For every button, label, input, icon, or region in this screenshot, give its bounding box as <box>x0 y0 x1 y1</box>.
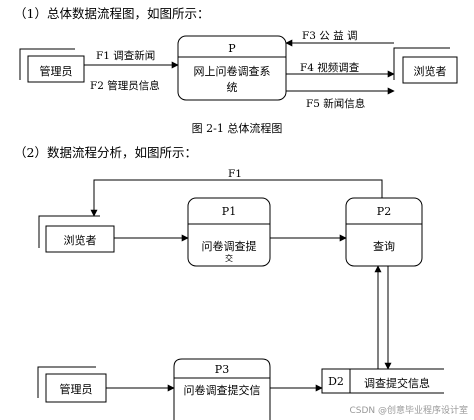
entity-admin-label-1: 管理员 <box>39 65 73 78</box>
entity-admin-shape-1 <box>19 48 85 83</box>
flow-f1-label: F1 调查新闻 <box>96 50 156 62</box>
process-p-line2: 统 <box>226 81 238 94</box>
entity-viewer-shape-1 <box>393 47 458 84</box>
process-p2-shape <box>345 197 423 267</box>
flow-f4-label: F4 视频调查 <box>300 62 360 74</box>
process-p3-id: P3 <box>214 363 230 376</box>
process-p2-id: P2 <box>376 205 392 218</box>
flow-f3-label: F3 公 益 调 <box>302 30 358 42</box>
process-p-id: P <box>228 42 236 55</box>
section2-heading: （2）数据流程分析，如图所示： <box>14 145 197 160</box>
datastore-d2-shape <box>321 368 444 394</box>
entity-viewer-label-1: 浏览者 <box>413 65 447 78</box>
section1-heading: （1）总体数据流程图，如图所示： <box>14 6 210 21</box>
flow-f2-label: F2 管理员信息 <box>90 80 160 92</box>
process-p2-label: 查询 <box>373 240 395 253</box>
datastore-d2-id: D2 <box>328 375 344 388</box>
entity-admin-label-2: 管理员 <box>59 383 93 396</box>
process-p1-line1: 问卷调查提 <box>201 240 257 253</box>
process-p-line1: 网上问卷调查系 <box>193 65 271 78</box>
flow-f1-loop-label: F1 <box>228 168 242 180</box>
watermark: CSDN @创意毕业程序设计室 <box>349 406 468 416</box>
process-p3-shape <box>173 358 271 420</box>
flow-f5-label: F5 新闻信息 <box>306 98 366 110</box>
process-p1-id: P1 <box>221 205 237 218</box>
entity-viewer-shape-2 <box>38 215 115 253</box>
datastore-d2-label: 调查提交信息 <box>364 377 430 390</box>
process-p3-line1: 问卷调查提交信 <box>183 384 261 397</box>
process-p1-shape <box>187 197 271 267</box>
figure-caption: 图 2-1 总体流程图 <box>191 122 283 135</box>
process-p1-line2: 交 <box>225 254 233 263</box>
entity-viewer-label-2: 浏览者 <box>63 234 97 247</box>
flow-f1-loop-arrow <box>90 179 383 217</box>
